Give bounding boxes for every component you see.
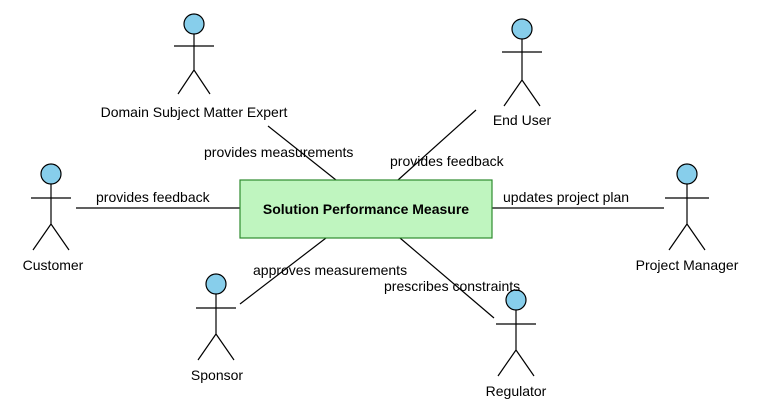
- stick-figure-icon: [196, 294, 236, 361]
- stick-figure-icon: [502, 39, 542, 107]
- actor-regulator[interactable]: Regulator: [486, 289, 547, 399]
- relation-label-sme: provides measurements: [204, 144, 353, 160]
- center-box: [239, 179, 493, 239]
- association-line-regulator: [399, 237, 495, 319]
- actor-head-icon: [205, 273, 227, 295]
- actor-sponsor[interactable]: Sponsor: [191, 273, 243, 383]
- relation-label-sponsor: approves measurements: [253, 262, 407, 278]
- actor-head-icon: [511, 18, 533, 40]
- actor-head-icon: [183, 13, 205, 35]
- relation-label-project-manager: updates project plan: [503, 189, 629, 205]
- actor-label-sponsor: Sponsor: [191, 367, 243, 383]
- stick-figure-icon: [496, 310, 536, 377]
- stick-figure-icon: [174, 34, 214, 95]
- actor-project-manager[interactable]: Project Manager: [636, 163, 739, 273]
- relation-label-end-user: provides feedback: [390, 153, 505, 169]
- actor-sme[interactable]: Domain Subject Matter Expert: [101, 13, 288, 120]
- association-line-sme: [267, 125, 337, 181]
- relation-label-customer: provides feedback: [96, 189, 211, 205]
- actor-customer[interactable]: Customer: [23, 163, 84, 273]
- center-node[interactable]: Solution Performance Measure: [239, 179, 493, 239]
- actor-end-user[interactable]: End User: [493, 18, 552, 128]
- actor-label-sme: Domain Subject Matter Expert: [101, 104, 288, 120]
- actor-label-customer: Customer: [23, 257, 84, 273]
- association-line-sponsor: [239, 237, 327, 305]
- actor-head-icon: [676, 163, 698, 185]
- actor-head-icon: [40, 163, 62, 185]
- association-line-end-user: [397, 109, 477, 181]
- center-label: Solution Performance Measure: [263, 201, 469, 217]
- actor-label-end-user: End User: [493, 112, 552, 128]
- actor-label-regulator: Regulator: [486, 383, 547, 399]
- relation-label-regulator: prescribes constraints: [384, 278, 520, 294]
- actor-label-project-manager: Project Manager: [636, 257, 739, 273]
- stick-figure-icon: [665, 184, 709, 251]
- stick-figure-icon: [31, 184, 71, 251]
